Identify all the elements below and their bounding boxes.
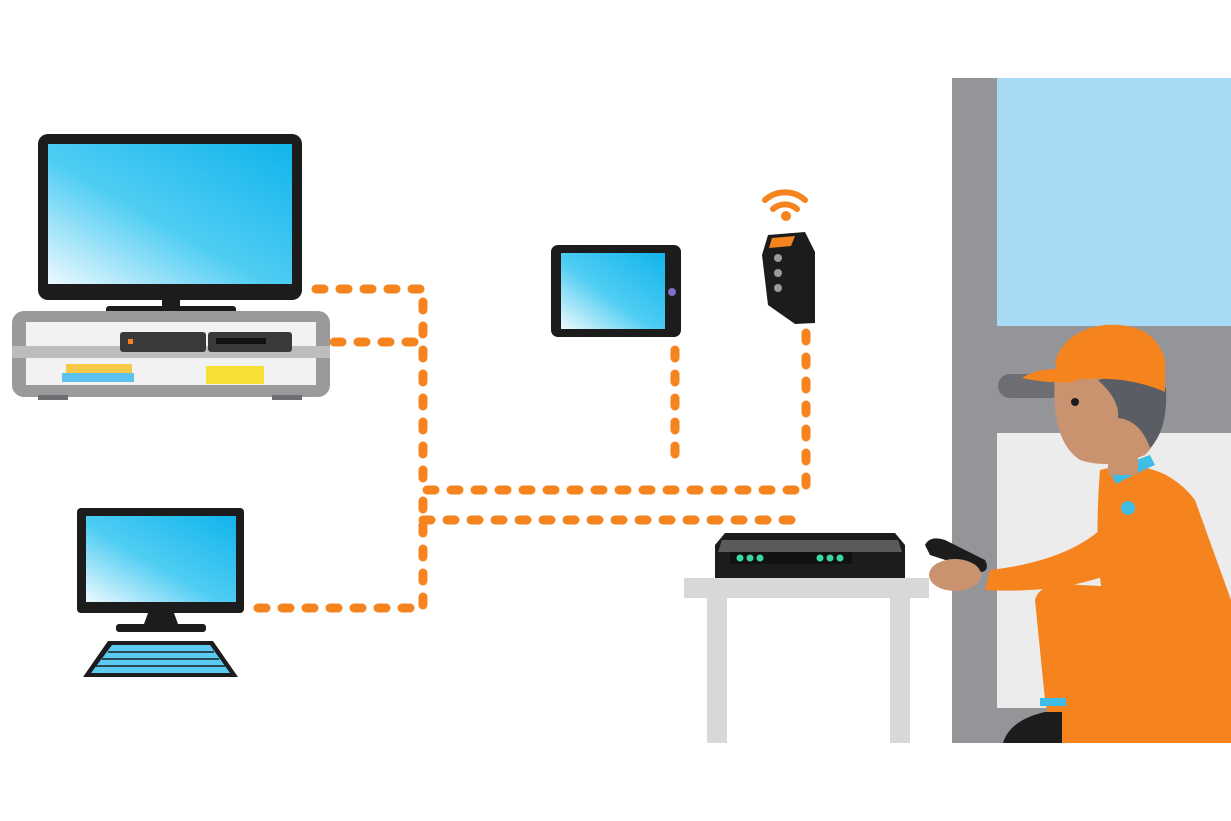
wifi-extender-icon xyxy=(762,189,815,324)
technician-eye xyxy=(1071,398,1079,406)
tablet-icon xyxy=(551,245,681,337)
cable-tv-to-wifi xyxy=(311,284,811,495)
wifi-signal-icon xyxy=(762,189,808,212)
technician-body xyxy=(1097,466,1231,660)
side-table xyxy=(684,578,929,743)
books xyxy=(62,364,264,384)
technician-shoe xyxy=(1003,712,1062,743)
window xyxy=(997,78,1231,326)
tablet-screen xyxy=(561,253,665,329)
tv-screen xyxy=(48,144,292,284)
router-icon xyxy=(715,533,905,578)
technician-hand xyxy=(929,559,981,591)
badge xyxy=(1121,501,1135,515)
technician-hair xyxy=(1098,375,1167,448)
technician-icon xyxy=(925,324,1231,743)
router-status-lights xyxy=(736,554,844,562)
cable-computer xyxy=(253,485,428,613)
tv-cabinet xyxy=(12,311,330,400)
tablet-button xyxy=(668,288,676,296)
monitor-screen xyxy=(86,516,236,602)
tv-icon xyxy=(38,134,302,314)
set-top-box-icon xyxy=(120,332,292,352)
technician-arm xyxy=(985,520,1140,591)
desktop-computer-icon xyxy=(77,508,244,677)
network-cables xyxy=(253,284,811,613)
cap-icon xyxy=(1055,324,1165,392)
